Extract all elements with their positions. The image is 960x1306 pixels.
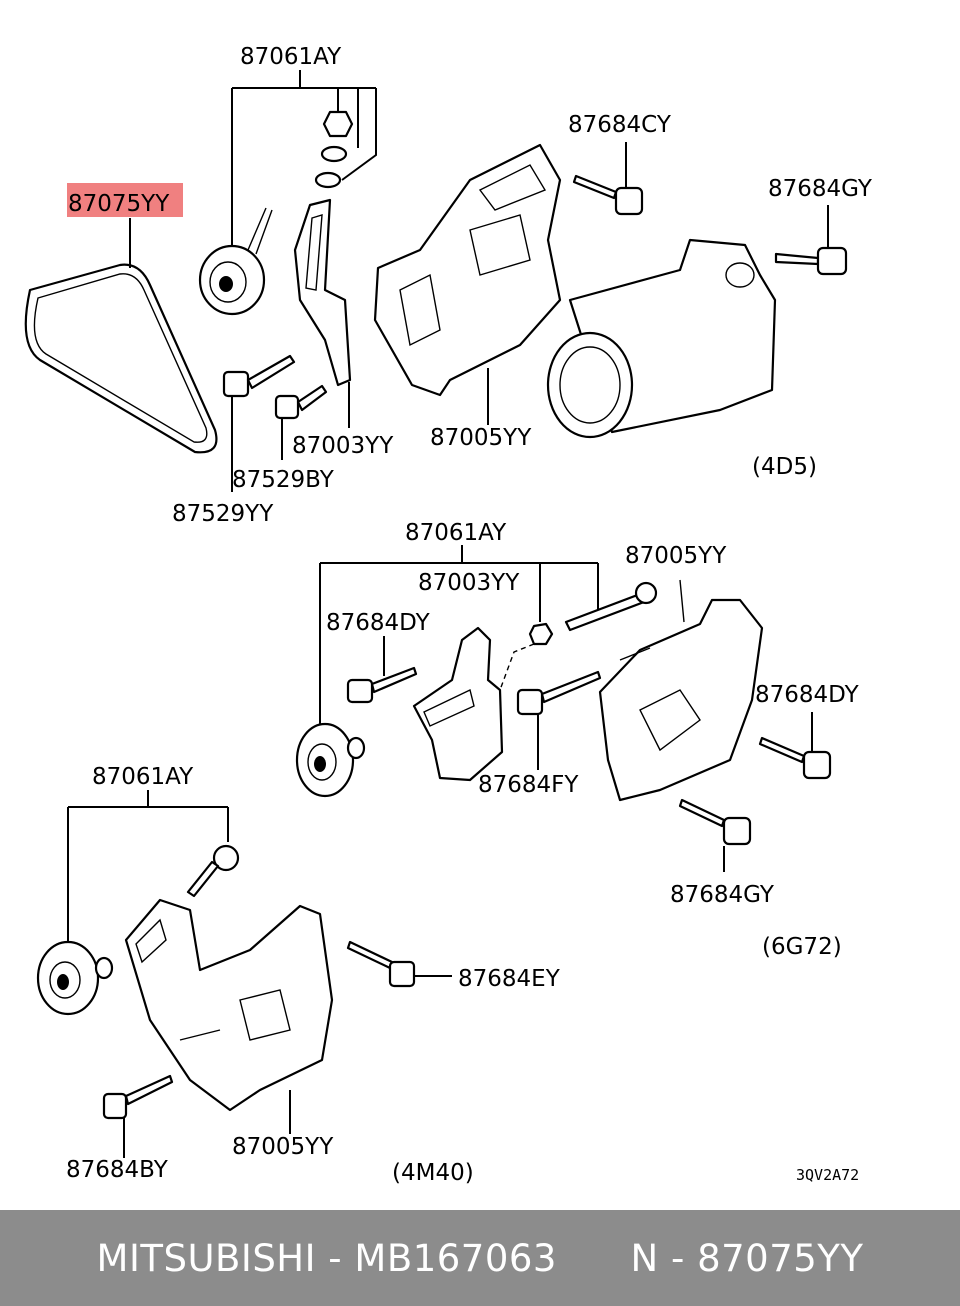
diagram-code: 3QV2A72 [796, 1166, 859, 1184]
bolt-87684by[interactable] [102, 1074, 174, 1120]
label-87529by[interactable]: 87529BY [232, 467, 335, 493]
bolt-87529yy[interactable] [222, 354, 296, 398]
bolt-87684cy[interactable] [572, 174, 644, 216]
label-87061ay-top[interactable]: 87061AY [240, 44, 342, 70]
v-belt[interactable] [24, 263, 218, 454]
bolt-bottom-top[interactable] [186, 844, 240, 898]
bolt-87684gy-mid[interactable] [678, 798, 752, 846]
label-87003yy-mid[interactable]: 87003YY [418, 570, 520, 596]
label-87005yy-mid[interactable]: 87005YY [625, 543, 727, 569]
bolt-87684dy-left[interactable] [346, 666, 418, 704]
label-87684fy[interactable]: 87684FY [478, 772, 579, 798]
bolt-87684ey[interactable] [346, 940, 416, 988]
highlight-box [67, 183, 183, 217]
label-87684dy-right[interactable]: 87684DY [755, 682, 860, 708]
label-belt[interactable]: 87075YY [68, 191, 170, 217]
label-87529yy[interactable]: 87529YY [172, 501, 274, 527]
bolt-87684fy[interactable] [516, 670, 602, 716]
engine-label-top: (4D5) [752, 454, 817, 480]
idler-pulley-mid[interactable] [295, 722, 366, 798]
bolt-87684dy-right[interactable] [758, 736, 832, 780]
label-87005yy-top[interactable]: 87005YY [430, 425, 532, 451]
idler-pulley-top[interactable] [198, 207, 273, 316]
engine-label-mid: (6G72) [762, 934, 842, 960]
label-87005yy-bot[interactable]: 87005YY [232, 1134, 334, 1160]
compressor-bracket-top[interactable] [373, 143, 562, 397]
label-87684by[interactable]: 87684BY [66, 1157, 169, 1183]
footer-text: MITSUBISHI - MB167063 N - 87075YY [96, 1236, 864, 1280]
label-87061ay-bot[interactable]: 87061AY [92, 764, 194, 790]
label-87684ey[interactable]: 87684EY [458, 966, 561, 992]
compressor-bracket-bot[interactable] [124, 898, 334, 1112]
nut-top[interactable] [314, 110, 354, 189]
parts-diagram: 87075YY 87061AY 87003YY 87529BY 87529YY … [24, 44, 873, 1186]
label-87003yy-top[interactable]: 87003YY [292, 433, 394, 459]
label-87684cy[interactable]: 87684CY [568, 112, 672, 138]
bolt-87529by[interactable] [274, 384, 328, 420]
label-87684gy-mid[interactable]: 87684GY [670, 882, 775, 908]
long-bolt-mid[interactable] [564, 581, 658, 632]
label-87684dy-left[interactable]: 87684DY [326, 610, 431, 636]
adjusting-bracket-mid[interactable] [412, 626, 504, 782]
ac-compressor[interactable] [546, 238, 777, 439]
compressor-bracket-mid[interactable] [598, 598, 764, 802]
engine-label-bot: (4M40) [392, 1160, 474, 1186]
label-87684gy-top[interactable]: 87684GY [768, 176, 873, 202]
footer-bar: MITSUBISHI - MB167063 N - 87075YY [0, 1210, 960, 1306]
nut-mid[interactable] [528, 622, 554, 646]
bolt-87684gy-top[interactable] [774, 246, 848, 276]
idler-pulley-bot[interactable] [36, 940, 114, 1016]
adjusting-bracket-top[interactable] [293, 198, 352, 387]
label-87061ay-mid[interactable]: 87061AY [405, 520, 507, 546]
